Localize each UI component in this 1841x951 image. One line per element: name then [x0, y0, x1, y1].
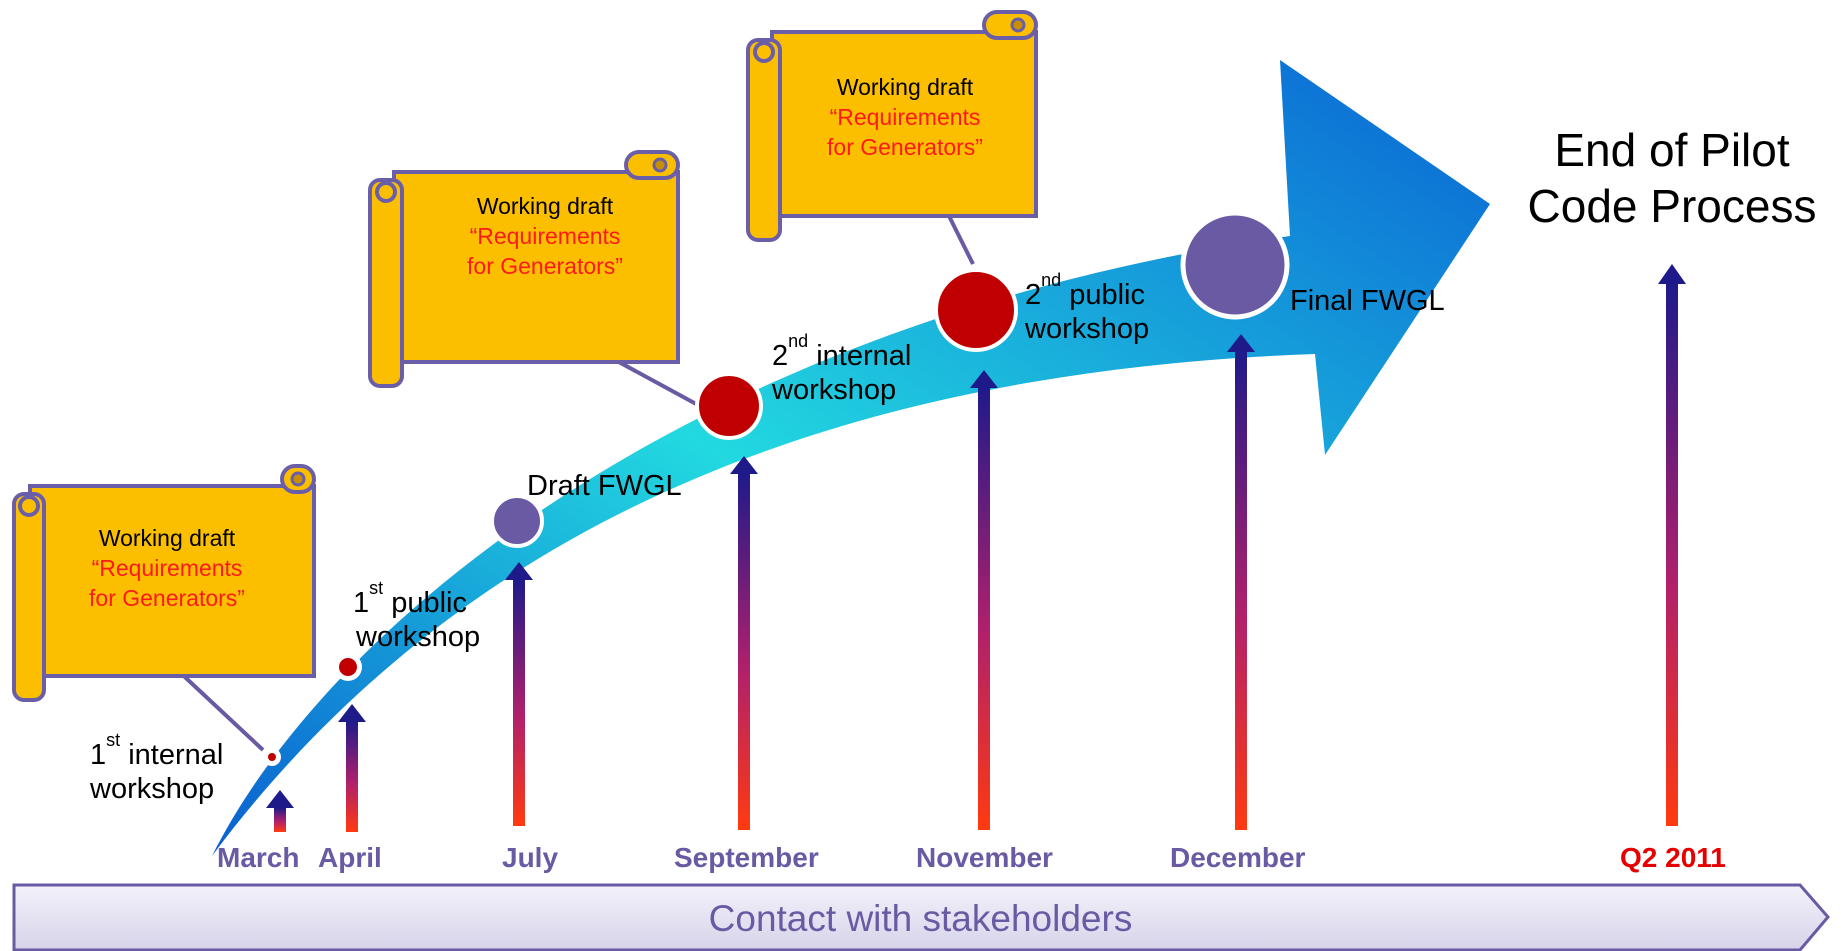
milestone-dots: [263, 210, 1290, 766]
scroll-2-line2: “Requirements: [469, 223, 621, 249]
label-2nd-public-sup: nd: [1041, 270, 1062, 290]
arrow-september: [730, 456, 758, 830]
scroll-1-line1: Working draft: [98, 525, 236, 551]
label-draft-fwgl-text: Draft FWGL: [527, 470, 682, 502]
month-december: December: [1170, 842, 1306, 873]
label-2nd-internal: 2nd internal workshop: [772, 332, 912, 407]
dot-2nd-public: [934, 268, 1018, 352]
arrow-q2-2011: [1658, 264, 1686, 826]
scroll-2-line3: for Generators”: [467, 253, 623, 279]
scroll-2-line1: Working draft: [476, 193, 614, 219]
label-2nd-public-line2: workshop: [1025, 313, 1150, 345]
label-draft-fwgl: Draft FWGL: [527, 469, 682, 503]
month-april: April: [318, 842, 382, 873]
label-1st-internal: 1st internal workshop: [90, 731, 224, 806]
label-1st-public-text: public: [383, 587, 467, 619]
scroll-3-text: Working draft “Requirements for Generato…: [790, 72, 1020, 162]
label-1st-internal-num: 1: [90, 739, 107, 771]
scroll-1-line3: for Generators”: [89, 585, 245, 611]
month-arrows: [266, 264, 1686, 832]
arrow-december: [1227, 334, 1255, 830]
end-of-pilot-title: End of Pilot Code Process: [1512, 122, 1832, 234]
label-2nd-public: 2nd public workshop: [1025, 271, 1150, 346]
label-2nd-internal-sup: nd: [788, 331, 809, 351]
arrow-march: [266, 790, 294, 832]
dot-2nd-internal: [695, 372, 763, 440]
label-2nd-internal-line2: workshop: [772, 374, 897, 406]
month-q2-2011: Q2 2011: [1620, 842, 1726, 873]
scroll-3-line2: “Requirements: [829, 104, 981, 130]
month-march: March: [217, 842, 300, 873]
arrow-july: [505, 562, 533, 826]
label-2nd-public-num: 2: [1025, 279, 1042, 311]
label-2nd-internal-num: 2: [772, 340, 789, 372]
timeline-arrow: [212, 60, 1490, 856]
scroll-3-line3: for Generators”: [827, 134, 983, 160]
label-1st-public: 1st public workshop: [353, 579, 481, 654]
label-1st-internal-text: internal: [120, 739, 224, 771]
label-1st-public-line2: workshop: [356, 621, 481, 653]
end-title-line2: Code Process: [1527, 180, 1817, 232]
dot-draft-fwgl: [490, 494, 544, 548]
label-2nd-public-text: public: [1061, 279, 1145, 311]
scroll-3-line1: Working draft: [836, 74, 974, 100]
arrow-april: [338, 704, 366, 832]
scroll-3: [746, 10, 1038, 242]
scroll-2: [368, 150, 680, 388]
label-2nd-internal-text: internal: [808, 340, 912, 372]
label-1st-public-num: 1: [353, 587, 370, 619]
label-1st-internal-sup: st: [106, 730, 121, 750]
scroll-2-text: Working draft “Requirements for Generato…: [420, 191, 670, 281]
scroll-1-text: Working draft “Requirements for Generato…: [52, 523, 282, 613]
arrow-november: [970, 370, 998, 830]
end-title-line1: End of Pilot: [1554, 124, 1790, 176]
label-final-fwgl-text: Final FWGL: [1290, 285, 1445, 317]
month-september: September: [674, 842, 819, 873]
stakeholder-band-label: Contact with stakeholders: [708, 898, 1133, 939]
label-final-fwgl: Final FWGL: [1290, 284, 1445, 318]
month-november: November: [916, 842, 1053, 873]
stakeholder-band: [12, 883, 1830, 951]
scroll-1-line2: “Requirements: [91, 555, 243, 581]
label-1st-public-sup: st: [369, 578, 384, 598]
scroll-1: [12, 464, 316, 702]
label-1st-internal-line2: workshop: [90, 773, 215, 805]
dot-final-fwgl: [1180, 210, 1290, 320]
month-july: July: [502, 842, 559, 873]
